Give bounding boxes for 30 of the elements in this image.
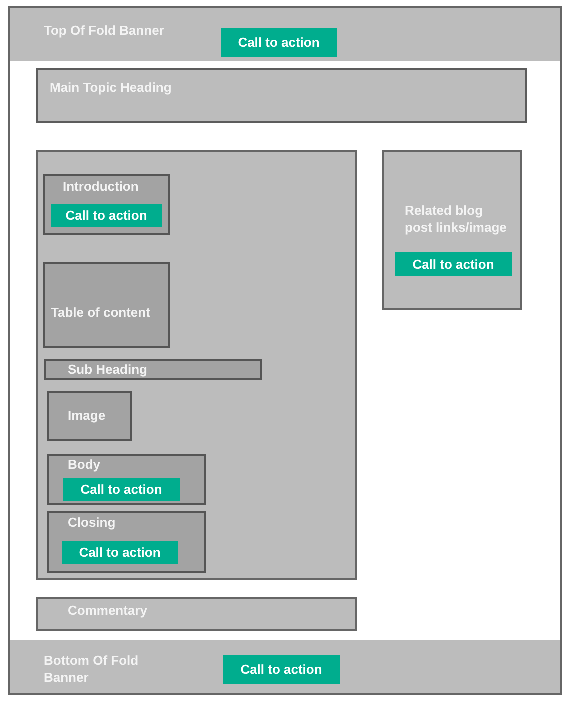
section-title: Commentary bbox=[68, 603, 148, 620]
heading-block bbox=[36, 68, 527, 123]
subheading-bar bbox=[44, 359, 262, 380]
cta-button: Call to action bbox=[223, 655, 340, 684]
section-title: Related blog post links/image bbox=[405, 203, 508, 236]
banner-title: Bottom Of Fold Banner bbox=[44, 653, 140, 686]
cta-button: Call to action bbox=[51, 204, 162, 227]
closing-section bbox=[47, 511, 206, 573]
top-banner bbox=[10, 8, 560, 61]
section-title: Sub Heading bbox=[68, 362, 148, 378]
page-frame bbox=[8, 6, 562, 695]
heading-text: Main Topic Heading bbox=[50, 80, 172, 96]
banner-title: Top Of Fold Banner bbox=[44, 23, 164, 40]
body-section bbox=[47, 454, 206, 505]
cta-button: Call to action bbox=[62, 541, 178, 564]
section-title: Closing bbox=[68, 515, 116, 532]
commentary-bar bbox=[36, 597, 357, 631]
intro-section bbox=[43, 174, 170, 235]
section-title: Body bbox=[68, 457, 100, 474]
cta-button: Call to action bbox=[221, 28, 337, 57]
cta-button: Call to action bbox=[395, 252, 512, 276]
toc-block bbox=[43, 262, 170, 348]
image-block bbox=[47, 391, 132, 441]
section-title: Image bbox=[68, 408, 106, 424]
cta-button: Call to action bbox=[63, 478, 180, 501]
sidebar-panel bbox=[382, 150, 522, 310]
content-panel bbox=[36, 150, 357, 580]
section-title: Introduction bbox=[63, 179, 139, 196]
section-title: Table of content bbox=[51, 305, 150, 322]
bottom-banner bbox=[10, 640, 560, 693]
